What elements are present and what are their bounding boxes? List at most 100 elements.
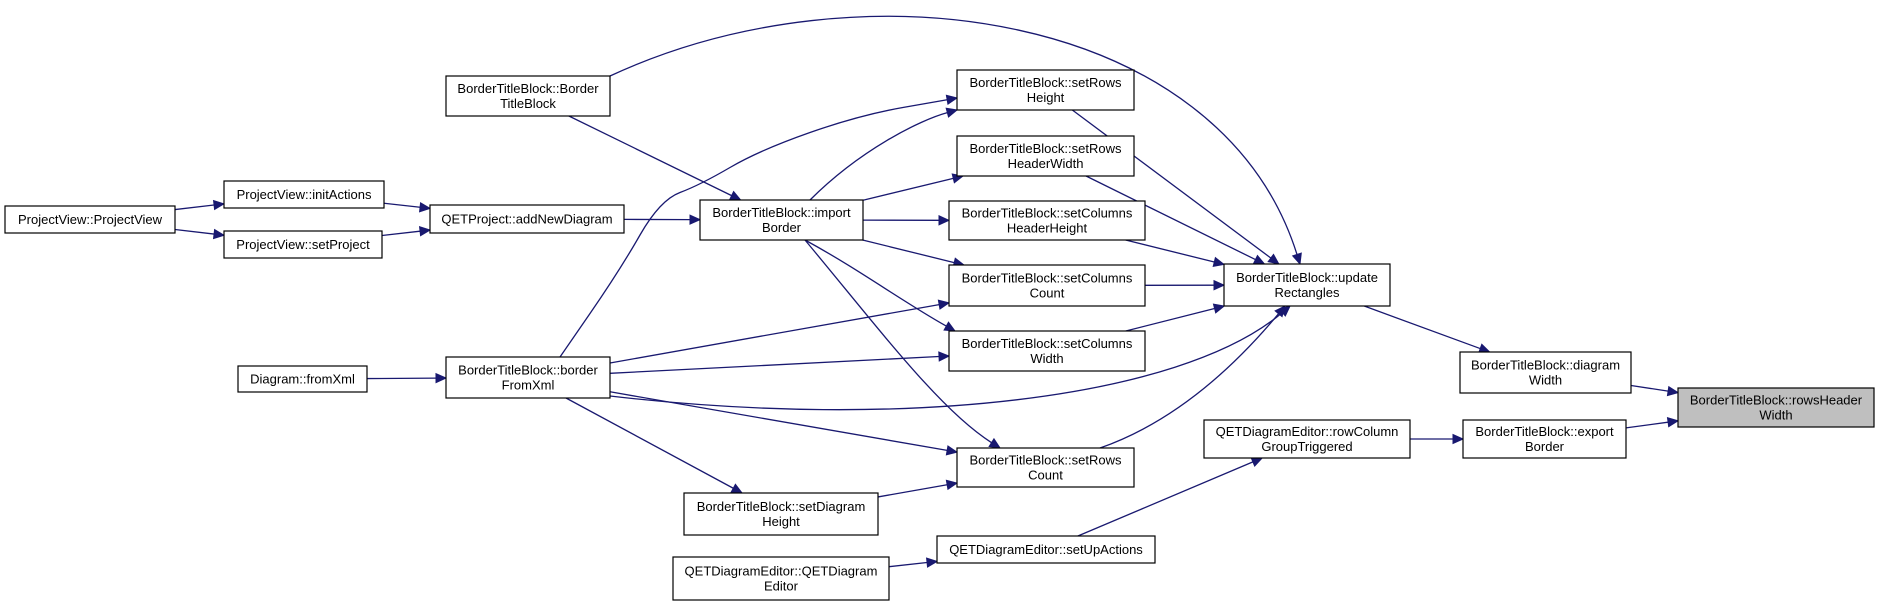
edge-line [1071, 109, 1272, 259]
node-label-line: BorderTitleBlock::setColumns [962, 336, 1133, 351]
edge-line [862, 177, 954, 201]
arrowhead-icon [1278, 305, 1291, 317]
edge-importBorder-to-setRowsCount [804, 239, 1002, 449]
node-box [429, 204, 625, 234]
node-initActions[interactable]: ProjectView::initActions [223, 180, 385, 209]
node-box [948, 330, 1146, 372]
node-borderTitleBlockCtor[interactable]: BorderTitleBlock::BorderTitleBlock [445, 75, 611, 117]
node-box [1462, 419, 1627, 459]
edge-setProject-to-addNewDiagram [381, 225, 432, 237]
edge-setDiagramHeight-to-setRowsCount [877, 479, 959, 498]
node-label-line: BorderTitleBlock::rowsHeader [1690, 393, 1863, 408]
edge-line [381, 230, 421, 237]
node-label-line: ProjectView::setProject [236, 237, 370, 252]
node-box [956, 135, 1135, 177]
edge-borderFromXml-to-setColumnsCount [609, 299, 951, 364]
arrowhead-icon [1267, 253, 1280, 265]
node-qetDiagramEditorCtor[interactable]: QETDiagramEditor::QETDiagramEditor [672, 556, 890, 601]
arrowhead-icon [945, 445, 959, 456]
node-label-line: BorderTitleBlock::Border [457, 81, 599, 96]
arrowhead-icon [1291, 252, 1302, 266]
node-label-line: Count [1030, 286, 1065, 301]
edge-line [1625, 421, 1669, 429]
arrowhead-icon [938, 351, 951, 362]
node-box [223, 180, 385, 209]
edge-rowColumnGroupTriggered-to-exportBorder [1410, 433, 1465, 445]
node-box [1223, 263, 1391, 307]
edge-addNewDiagram-to-importBorder [623, 214, 702, 225]
arrowhead-icon [1250, 457, 1264, 467]
edge-initActions-to-addNewDiagram [383, 201, 432, 213]
arrowhead-icon [730, 483, 744, 494]
arrowhead-icon [1252, 254, 1266, 265]
node-label-line: Editor [764, 579, 799, 594]
node-label-line: Height [762, 514, 800, 529]
node-label-line: HeaderWidth [1008, 156, 1084, 171]
edge-importBorder-to-setColumnsCount [862, 239, 966, 268]
edge-qetDiagramEditorCtor-to-setUpActions [888, 557, 939, 568]
edge-line [174, 204, 215, 211]
edge-borderFromXml-to-setRowsCount [609, 391, 959, 456]
edge-borderFromXml-to-setRowsHeight [559, 94, 959, 358]
nodes-layer: BorderTitleBlock::rowsHeaderWidthBorderT… [4, 69, 1875, 601]
node-setUpActions[interactable]: QETDiagramEditor::setUpActions [936, 535, 1156, 564]
edge-line [174, 228, 215, 235]
node-box [936, 535, 1156, 564]
arrowhead-icon [945, 107, 959, 118]
edge-borderFromXml-to-setColumnsWidth [609, 351, 951, 374]
edge-borderTitleBlockCtor-to-importBorder [568, 115, 742, 201]
edge-line [565, 397, 734, 489]
edge-line [804, 239, 947, 327]
node-label-line: FromXml [502, 378, 555, 393]
node-label-line: ProjectView::initActions [237, 187, 372, 202]
node-label-line: BorderTitleBlock::setRows [970, 75, 1122, 90]
node-addNewDiagram[interactable]: QETProject::addNewDiagram [429, 204, 625, 234]
edge-importBorder-to-setRowsHeaderWidth [862, 173, 965, 201]
arrowhead-icon [945, 94, 959, 106]
node-label-line: QETDiagramEditor::QETDiagram [685, 564, 878, 579]
edge-line [568, 115, 732, 197]
node-box [445, 75, 611, 117]
arrowhead-icon [1212, 256, 1226, 267]
edge-line [609, 391, 948, 452]
arrowhead-icon [943, 321, 957, 332]
node-label-line: BorderTitleBlock::update [1236, 270, 1378, 285]
node-label-line: Count [1028, 468, 1063, 483]
edge-line [1099, 313, 1280, 449]
node-box [956, 69, 1135, 111]
arrowhead-icon [212, 228, 226, 240]
node-fromXml[interactable]: Diagram::fromXml [237, 365, 368, 393]
node-label-line: HeaderHeight [1007, 221, 1088, 236]
arrowhead-icon [418, 225, 432, 237]
edge-setRowsHeight-to-updateRectangles [1071, 109, 1280, 265]
edge-importBorder-to-setRowsHeight [809, 107, 959, 201]
node-label-line: BorderTitleBlock::setColumns [962, 271, 1133, 286]
arrowhead-icon [945, 479, 959, 491]
arrowhead-icon [1213, 279, 1226, 291]
node-rowColumnGroupTriggered[interactable]: QETDiagramEditor::rowColumnGroupTriggere… [1203, 419, 1411, 459]
node-setProject[interactable]: ProjectView::setProject [223, 230, 383, 259]
edge-diagramWidth-to-rowsHeaderWidth [1630, 384, 1680, 397]
arrowhead-icon [435, 372, 448, 384]
node-box [223, 230, 383, 259]
node-label-line: BorderTitleBlock::setRows [970, 453, 1122, 468]
node-box [683, 492, 879, 536]
edge-line [877, 484, 948, 498]
node-box [948, 264, 1146, 307]
node-label-line: Rectangles [1274, 285, 1340, 300]
node-projectViewCtor[interactable]: ProjectView::ProjectView [4, 205, 176, 234]
